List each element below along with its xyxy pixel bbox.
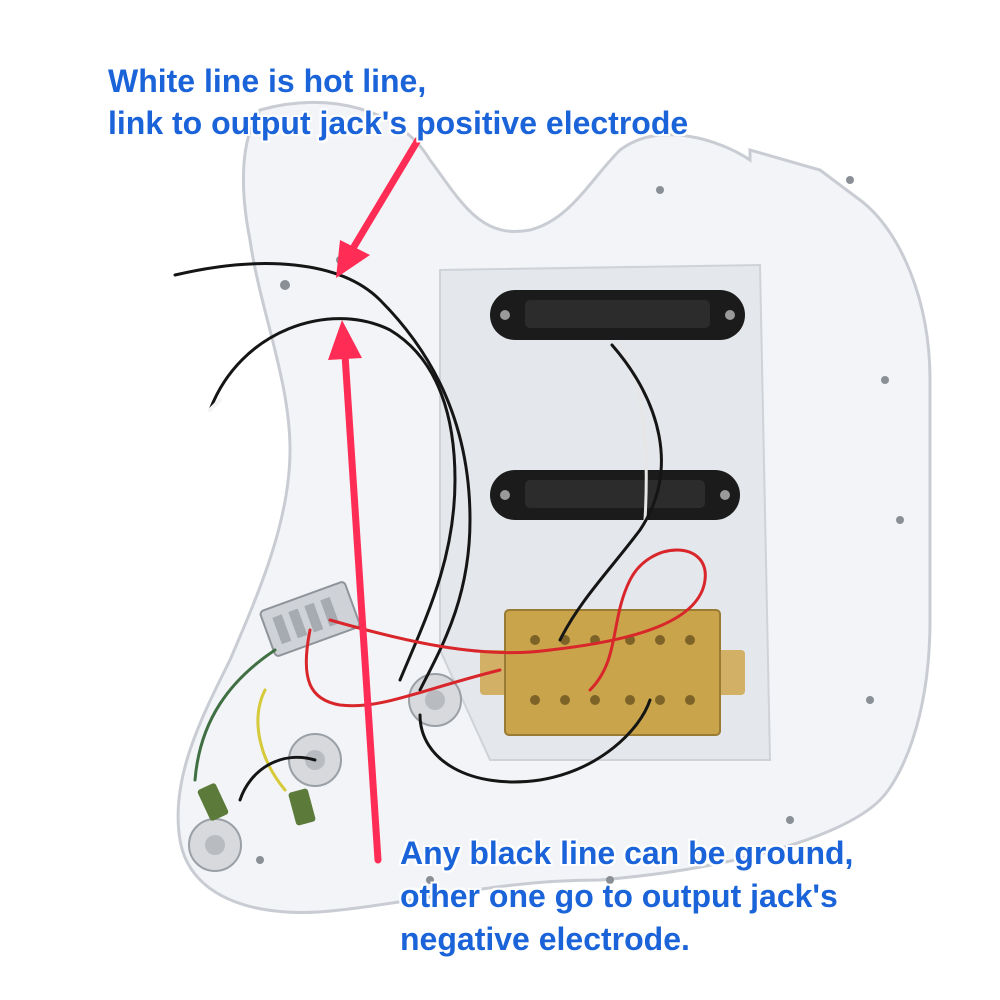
- ground-line-caption: Any black line can be ground, other one …: [400, 832, 853, 961]
- hot-line-caption-line-2: link to output jack's positive electrode: [108, 105, 689, 141]
- capacitor: [197, 783, 229, 821]
- mounting-screws: [256, 176, 904, 884]
- yellow-wire: [256, 688, 287, 792]
- arrow-to-white-wire: [336, 136, 422, 278]
- green-wire: [193, 648, 277, 782]
- capacitor: [288, 788, 316, 826]
- selector-switch: [259, 581, 361, 657]
- black-wire: [418, 698, 652, 784]
- red-wire: [328, 548, 707, 692]
- pickup-black-wire: [558, 343, 663, 642]
- tone-pot-2: [188, 818, 242, 872]
- output-black-wire: [208, 317, 457, 682]
- hot-line-caption: White line is hot line, link to output j…: [108, 60, 688, 144]
- output-white-wire: [208, 398, 222, 412]
- ground-line-caption-line-3: negative electrode.: [400, 921, 690, 957]
- output-black-wire: [173, 262, 472, 692]
- ground-line-caption-line-2: other one go to output jack's: [400, 878, 838, 914]
- black-wire: [238, 755, 317, 802]
- ground-line-caption-line-1: Any black line can be ground,: [400, 835, 854, 871]
- middle-pickup: [490, 470, 740, 520]
- arrow-to-black-wire: [328, 320, 382, 864]
- pickup-white-wire: [618, 343, 648, 522]
- wires: [173, 262, 707, 802]
- red-wire: [304, 628, 502, 708]
- hot-line-caption-line-1: White line is hot line,: [108, 63, 427, 99]
- bridge-humbucker: [480, 609, 745, 736]
- neck-pickup: [490, 290, 745, 340]
